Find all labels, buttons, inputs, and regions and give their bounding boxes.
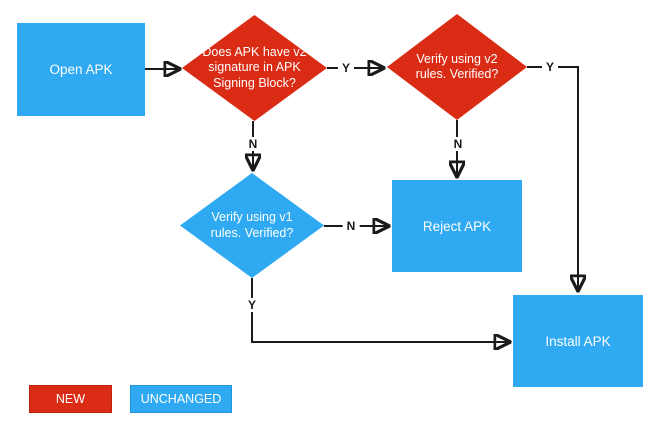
node-verify-v1-label: Verify using v1 rules. Verified? [210, 210, 294, 240]
legend-new: NEW [29, 385, 112, 413]
legend-new-label: NEW [55, 392, 86, 406]
node-has-v2-signature: Does APK have v2 signature in APK Signin… [182, 15, 327, 121]
node-reject-apk-label: Reject APK [422, 218, 492, 234]
edge-verifyv1-to-install [251, 278, 509, 342]
edge-label-n-verifyv1: N [342, 219, 360, 233]
node-has-v2-signature-label: Does APK have v2 signature in APK Signin… [202, 44, 307, 90]
edge-label-y-verifyv1: Y [243, 298, 261, 312]
edge-label-y-v2check: Y [337, 61, 355, 75]
edge-label-y-verifyv2: Y [541, 60, 559, 74]
edge-verifyv2-to-install [527, 66, 578, 290]
node-verify-v2-label: Verify using v2 rules. Verified? [415, 51, 499, 82]
node-open-apk: Open APK [17, 23, 145, 116]
edge-label-n-v2check: N [244, 137, 262, 151]
legend-unchanged: UNCHANGED [130, 385, 232, 413]
node-verify-v2: Verify using v2 rules. Verified? [387, 14, 527, 120]
node-install-apk: Install APK [513, 295, 643, 387]
node-verify-v1: Verify using v1 rules. Verified? [180, 173, 324, 278]
edge-label-n-verifyv2: N [449, 137, 467, 151]
node-install-apk-label: Install APK [545, 333, 611, 349]
node-open-apk-label: Open APK [49, 62, 113, 77]
node-reject-apk: Reject APK [392, 180, 522, 272]
legend-unchanged-label: UNCHANGED [140, 392, 222, 406]
